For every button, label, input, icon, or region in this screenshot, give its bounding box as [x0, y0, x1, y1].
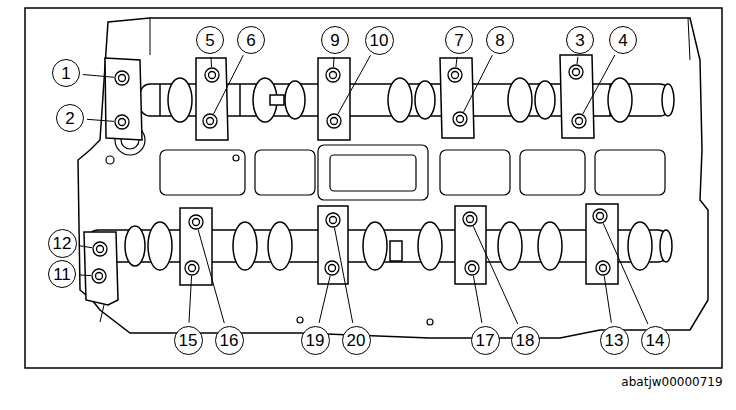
bolt-head	[185, 261, 199, 275]
bolt-head	[97, 246, 104, 253]
bolt-head	[203, 114, 217, 128]
bolt-head	[330, 217, 337, 224]
callout-number: 10	[365, 26, 394, 55]
leader-line	[83, 75, 114, 78]
cap-bolts	[92, 65, 610, 283]
camshaft-caps	[105, 55, 594, 140]
bolt-head	[115, 115, 129, 129]
bolt-head	[448, 68, 462, 82]
callout-number: 11	[48, 260, 76, 288]
bolt-head	[326, 68, 340, 82]
bolt-head	[329, 265, 336, 272]
bolt-head	[209, 72, 216, 79]
bolt-head	[467, 216, 474, 223]
leader-line	[473, 226, 517, 324]
bolt-head	[576, 118, 583, 125]
leader-line	[87, 119, 114, 121]
callout-number: 6	[237, 26, 265, 54]
bolt-head	[465, 261, 479, 275]
bolt-head	[207, 118, 214, 125]
callout-number: 4	[609, 26, 637, 54]
callout-number: 2	[56, 104, 84, 132]
leader-line	[456, 57, 457, 67]
callout-number: 14	[641, 326, 670, 355]
leader-line	[464, 55, 493, 112]
figure-code: abatjw00000719	[621, 375, 722, 389]
bolt-head	[597, 213, 604, 220]
callout-number: 13	[600, 326, 629, 355]
bolt-head	[469, 265, 476, 272]
bolt-head	[572, 114, 586, 128]
bolt-head	[573, 69, 580, 76]
cylinder-head-outline	[78, 18, 708, 338]
bolt-head	[463, 212, 477, 226]
bolt-head	[593, 209, 607, 223]
bolt-head	[189, 215, 203, 229]
callout-number: 3	[566, 26, 594, 54]
leader-line	[335, 228, 353, 323]
callout-number: 8	[486, 26, 514, 54]
leader-line	[603, 223, 648, 324]
bolt-head	[600, 265, 607, 272]
callout-number: 9	[321, 26, 349, 54]
bolt-head	[453, 112, 467, 126]
callout-number: 7	[445, 26, 473, 54]
bolt-head	[457, 116, 464, 123]
callout-number: 18	[511, 326, 540, 355]
bolt-head	[596, 261, 610, 275]
head-pockets	[106, 125, 665, 325]
callout-number: 16	[215, 326, 244, 355]
leader-line	[210, 57, 212, 67]
callout-number: 12	[48, 229, 77, 258]
leader-line	[189, 276, 192, 323]
bolt-head	[193, 219, 200, 226]
leader-line	[576, 57, 578, 64]
bolt-head	[326, 213, 340, 227]
leader-line	[583, 55, 615, 114]
camshaft-caps	[84, 204, 618, 305]
leader-line	[604, 276, 611, 323]
leader-line	[79, 274, 91, 276]
leader-line	[198, 230, 224, 323]
callout-number: 15	[174, 326, 203, 355]
bolt-head	[115, 71, 129, 85]
bolt-head	[331, 118, 338, 125]
bolt-head	[327, 114, 341, 128]
bolt-head	[325, 261, 339, 275]
bolt-head	[96, 273, 103, 280]
callout-number: 17	[471, 326, 500, 355]
callout-number: 19	[301, 326, 330, 355]
leader-line	[333, 57, 335, 67]
callout-number: 20	[342, 326, 371, 355]
bolt-head	[189, 265, 196, 272]
leader-line	[473, 276, 481, 323]
bolt-head	[205, 68, 219, 82]
bolt-head	[119, 75, 126, 82]
leader-line	[319, 276, 330, 323]
callout-number: 1	[52, 59, 80, 87]
figure-frame	[25, 8, 722, 368]
bolt-head	[119, 119, 126, 126]
bolt-head	[452, 72, 459, 79]
bolt-head	[330, 72, 337, 79]
bolt-head	[93, 242, 107, 256]
callout-number: 5	[196, 26, 224, 54]
leader-line	[214, 55, 244, 114]
leader-line	[79, 246, 92, 248]
leader-line	[338, 55, 371, 114]
bolt-head	[92, 269, 106, 283]
exhaust-camshaft	[88, 222, 672, 270]
bolt-head	[569, 65, 583, 79]
